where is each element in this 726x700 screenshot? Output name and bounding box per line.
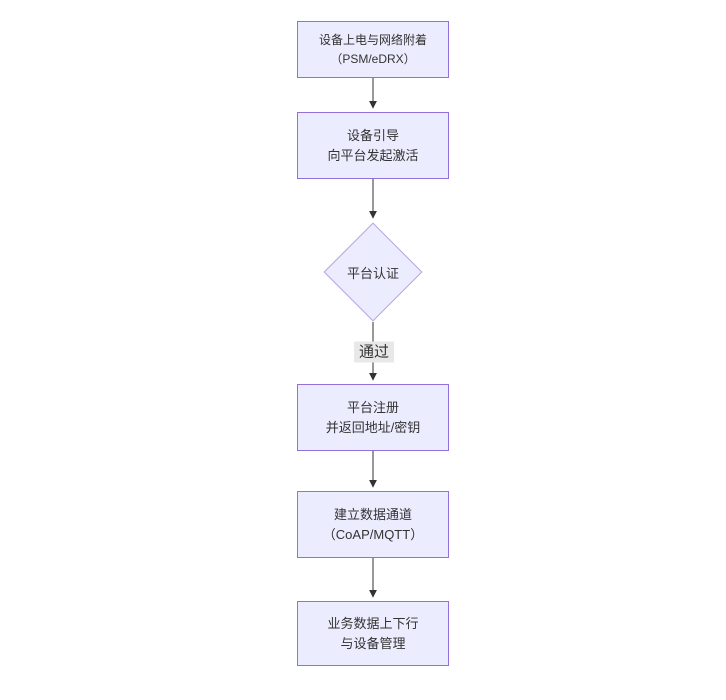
node-label-line: （CoAP/MQTT） [322, 526, 424, 542]
node-label-line: 业务数据上下行 [327, 615, 419, 631]
node-label-line: 设备引导 [346, 127, 399, 143]
node-business-data: 业务数据上下行 与设备管理 [297, 601, 449, 666]
node-label-line: 向平台发起激活 [327, 147, 419, 163]
node-label-line: 设备上电与网络附着 [318, 32, 427, 47]
node-label-line: 平台注册 [346, 399, 399, 415]
node-bootstrap: 设备引导 向平台发起激活 [297, 112, 449, 179]
node-label-line: （PSM/eDRX） [330, 51, 416, 66]
node-power-attach: 设备上电与网络附着 （PSM/eDRX） [297, 21, 449, 78]
node-label-line: 建立数据通道 [333, 506, 412, 522]
node-platform-register: 平台注册 并返回地址/密钥 [297, 384, 449, 451]
edge-label-pass: 通过 [353, 341, 395, 363]
node-label-line: 并返回地址/密钥 [325, 419, 421, 435]
node-platform-auth: 平台认证 [322, 222, 424, 322]
node-label-line: 与设备管理 [340, 635, 406, 651]
node-data-channel: 建立数据通道 （CoAP/MQTT） [297, 491, 449, 558]
node-label-line: 平台认证 [346, 265, 399, 281]
